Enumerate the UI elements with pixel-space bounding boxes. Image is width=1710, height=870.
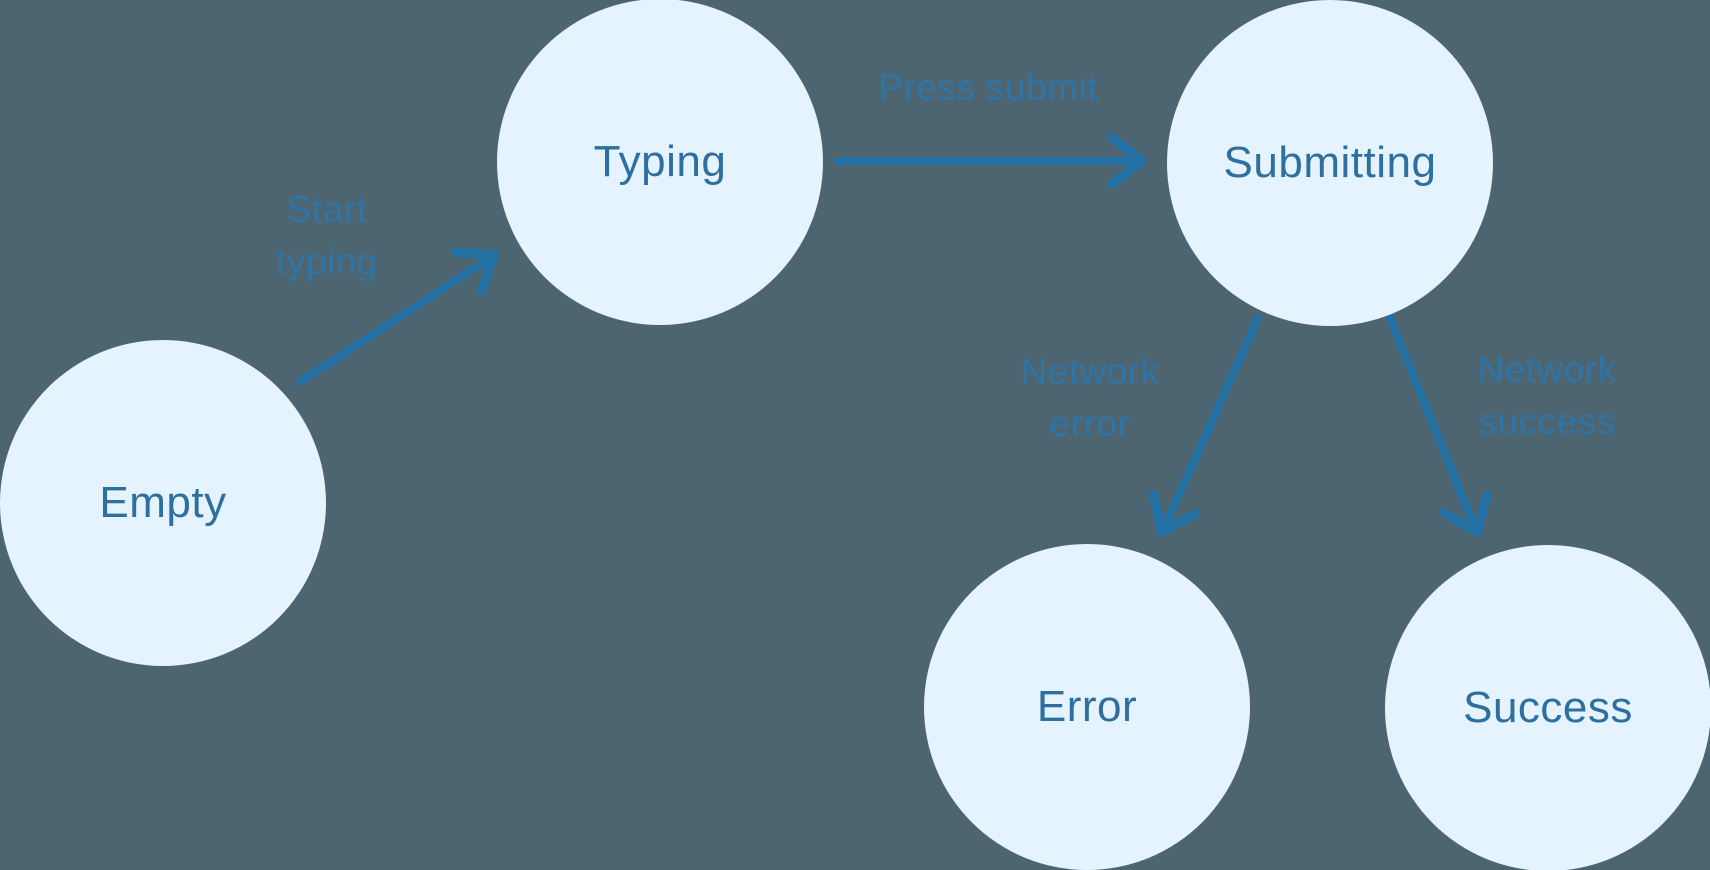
edge-start-typing-arrow bbox=[296, 247, 499, 386]
edge-label-network-success-line2: success bbox=[1478, 401, 1616, 442]
edge-label-network-success: Network success bbox=[1427, 344, 1667, 448]
state-node-empty: Empty bbox=[0, 340, 326, 666]
edge-label-start-typing: Start typing bbox=[217, 184, 437, 288]
edge-label-network-error-line2: error bbox=[1049, 403, 1131, 444]
state-node-success-label: Success bbox=[1463, 683, 1633, 732]
edge-label-network-error-line1: Network bbox=[1020, 351, 1160, 392]
state-node-error: Error bbox=[924, 544, 1250, 870]
edge-network-success-arrow bbox=[1385, 312, 1492, 537]
state-node-empty-label: Empty bbox=[99, 478, 227, 527]
edge-label-press-submit: Press submit bbox=[858, 62, 1118, 114]
edge-label-network-success-line1: Network bbox=[1477, 349, 1617, 390]
edge-press-submit-arrow bbox=[834, 133, 1147, 189]
state-node-success: Success bbox=[1385, 545, 1710, 870]
edge-label-press-submit-line1: Press submit bbox=[878, 67, 1098, 108]
state-node-typing: Typing bbox=[497, 0, 823, 325]
edge-label-start-typing-line1: Start bbox=[286, 189, 368, 230]
edge-label-start-typing-line2: typing bbox=[276, 241, 378, 282]
state-node-error-label: Error bbox=[1036, 682, 1138, 731]
state-node-typing-label: Typing bbox=[593, 137, 727, 186]
edge-network-error-arrow bbox=[1148, 314, 1262, 537]
state-node-submitting: Submitting bbox=[1167, 0, 1493, 326]
edge-label-network-error: Network error bbox=[975, 346, 1205, 450]
state-node-submitting-label: Submitting bbox=[1223, 138, 1437, 187]
